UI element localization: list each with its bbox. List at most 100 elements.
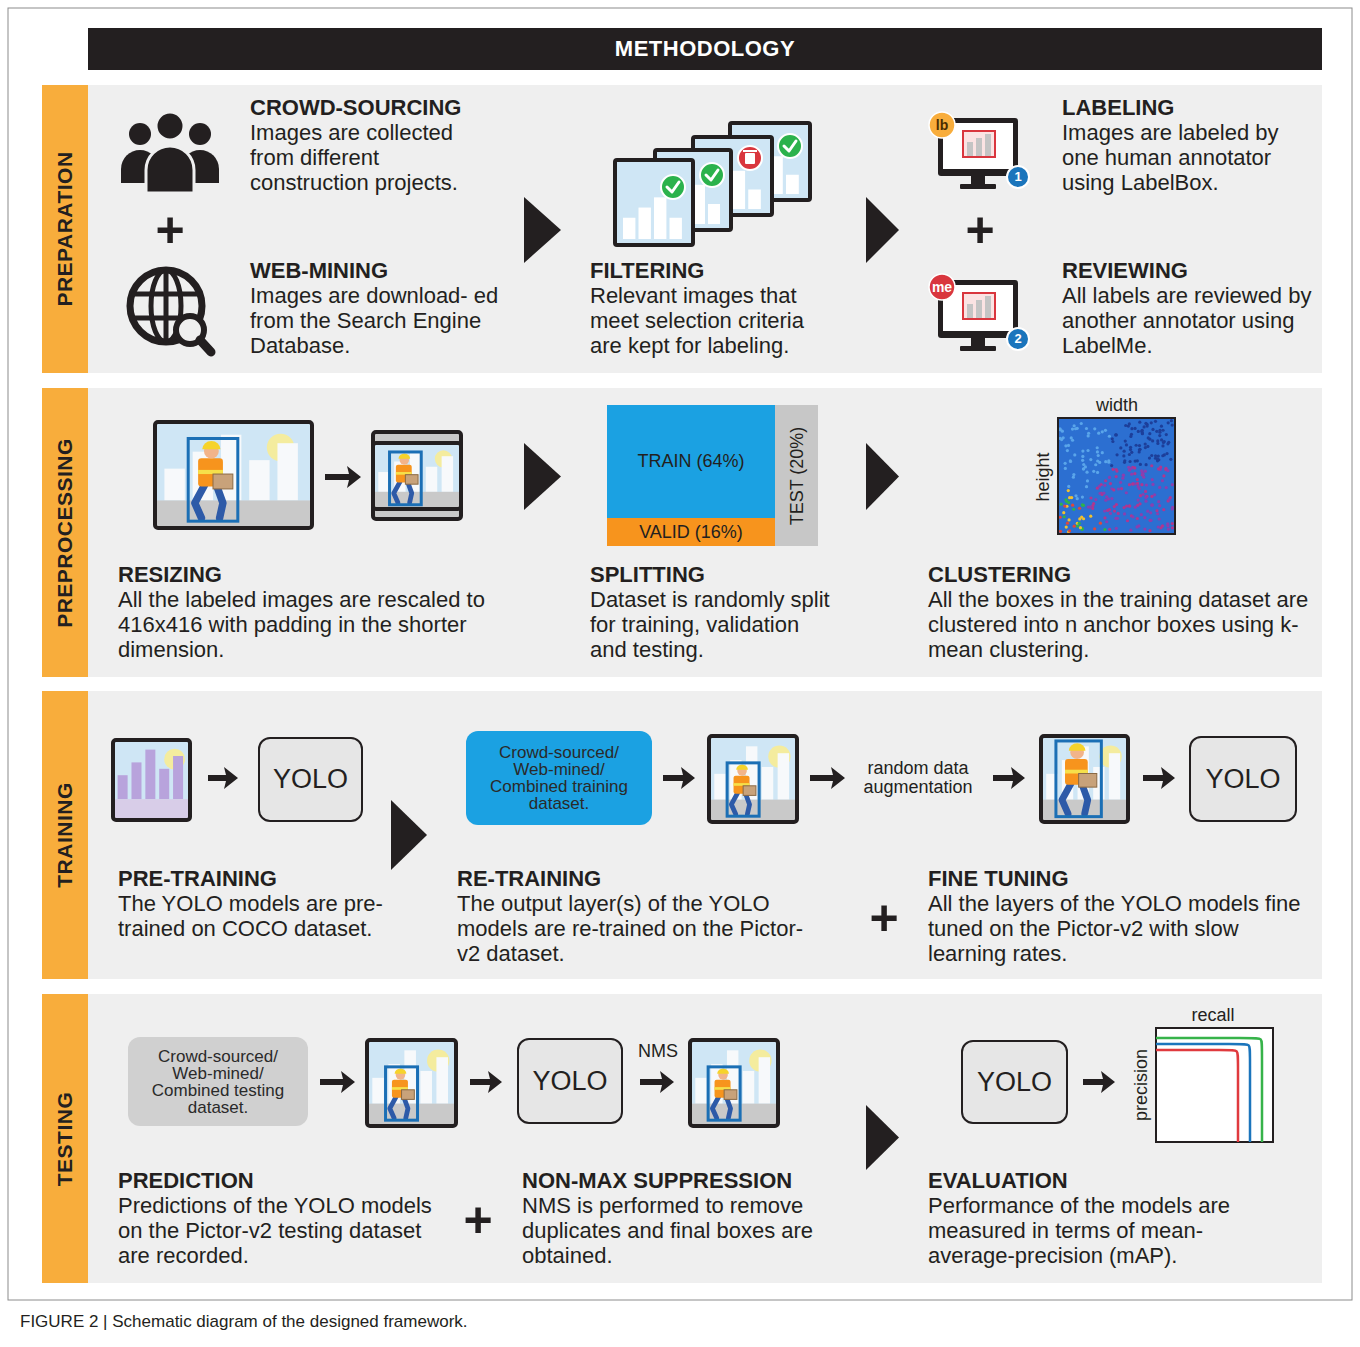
card-bar [708,204,720,224]
scatter-dot [1144,496,1147,499]
scatter-dot [1129,435,1132,438]
model-box: YOLO [1189,736,1297,822]
scatter-dot [1069,460,1072,463]
scatter-dot [1157,525,1160,528]
scatter-dot [1098,492,1101,495]
process-step: YOLOPRE-TRAININGThe YOLO models are pre-… [118,700,418,941]
scatter-dot [1137,430,1140,433]
plus-sign: + [463,1195,492,1245]
plus-sign: + [155,205,184,255]
scatter-dot [1104,479,1107,482]
scatter-dot [1158,504,1161,507]
step-heading: RESIZING [118,562,508,587]
scatter-dot [1129,529,1132,532]
image-building [714,774,725,800]
carried-box [402,1090,415,1100]
scatter-dot [1085,427,1088,430]
scatter-dot [1164,467,1167,470]
scatter-dot [1094,463,1097,466]
process-step: RESIZINGAll the labeled images are resca… [118,562,508,662]
image-frame [373,443,461,509]
scatter-dot [1171,424,1174,427]
scatter-dot [1115,453,1118,456]
scatter-dot [1125,491,1128,494]
monitor-stand [971,175,985,185]
monitor-base [960,184,996,189]
scatter-dot [1073,525,1076,528]
step-heading: CLUSTERING [928,562,1320,587]
scatter-dot [1108,476,1111,479]
process-step: CLUSTERINGAll the boxes in the training … [928,562,1320,662]
row-panel [42,691,1322,979]
scatter-dot [1067,444,1070,447]
scatter-dot [1145,483,1148,486]
scatter-dot [1072,473,1075,476]
scatter-dot [1074,494,1077,497]
scatter-dot [1072,508,1075,511]
scatter-dot [1108,435,1111,438]
scatter-dot [1087,505,1090,508]
scatter-dot [1138,448,1141,451]
scatter-dot [1141,429,1144,432]
scatter-dot [1067,485,1070,488]
scatter-dot [1143,425,1146,428]
scatter-dot [1151,478,1154,481]
stage-label: TESTING [53,1091,77,1186]
worker-leg [404,1097,408,1118]
annotator-badge [929,274,955,300]
scatter-dot [1103,484,1106,487]
model-box: YOLO [961,1040,1068,1124]
scatter-dot [1076,497,1079,500]
pr-chart [1156,1028,1273,1142]
model-box: YOLO [258,737,363,822]
scatter-dot [1065,525,1068,528]
image-frame [709,736,797,822]
step-arrow [208,767,238,789]
scatter-dot [1094,498,1097,501]
process-step: CROWD-SOURCINGImages are collected from … [250,95,490,195]
step-heading: FINE TUNING [928,866,1318,891]
padding [373,432,461,519]
step-description: Images are collected from different cons… [250,120,490,195]
worker-helmet [399,454,411,459]
scatter-dot [1087,432,1090,435]
row-strip [42,85,88,373]
scatter-dot [1105,520,1108,523]
worker-leg [1082,783,1088,813]
box-label: Crowd-sourced/ Web-mined/ Combined testi… [143,1048,293,1116]
image-frame [113,740,190,820]
scatter-dot [1166,442,1169,445]
step-arrow [663,767,695,789]
scatter-dot [1087,434,1090,437]
scatter-dot [1081,455,1084,458]
scatter-dot [1067,530,1070,533]
scatter-dot [1148,457,1151,460]
figure-frame [8,8,1352,1300]
step-description: Images are download- ed from the Search … [250,283,502,358]
image-building [426,467,437,492]
worker-helmet [1069,743,1086,751]
dataset-box: Crowd-sourced/ Web-mined/ Combined train… [466,731,652,825]
check-mark [706,170,718,180]
card-bar [623,218,635,239]
scatter-dot [1108,508,1111,511]
check-mark [784,141,796,151]
stage-label: TRAINING [53,782,77,888]
worker-leg [712,1097,718,1118]
scatter-dot [1155,509,1158,512]
scatter-dot [1067,501,1070,504]
image-building [173,756,183,799]
scatter-dot [1067,518,1070,521]
dataset-box: Crowd-sourced/ Web-mined/ Combined testi… [128,1037,308,1126]
image-building [442,456,453,492]
scatter-dot [1135,525,1138,528]
flow-chevron [524,197,561,263]
scatter-dot [1144,443,1147,446]
scatter-dot [1161,444,1164,447]
scatter-dot [1130,467,1133,470]
image-frame [1041,736,1128,822]
scatter-dot [1059,530,1062,533]
scatter-dot [1089,496,1092,499]
scatter-dot [1111,468,1114,471]
step-heading: RE-TRAINING [457,866,817,891]
